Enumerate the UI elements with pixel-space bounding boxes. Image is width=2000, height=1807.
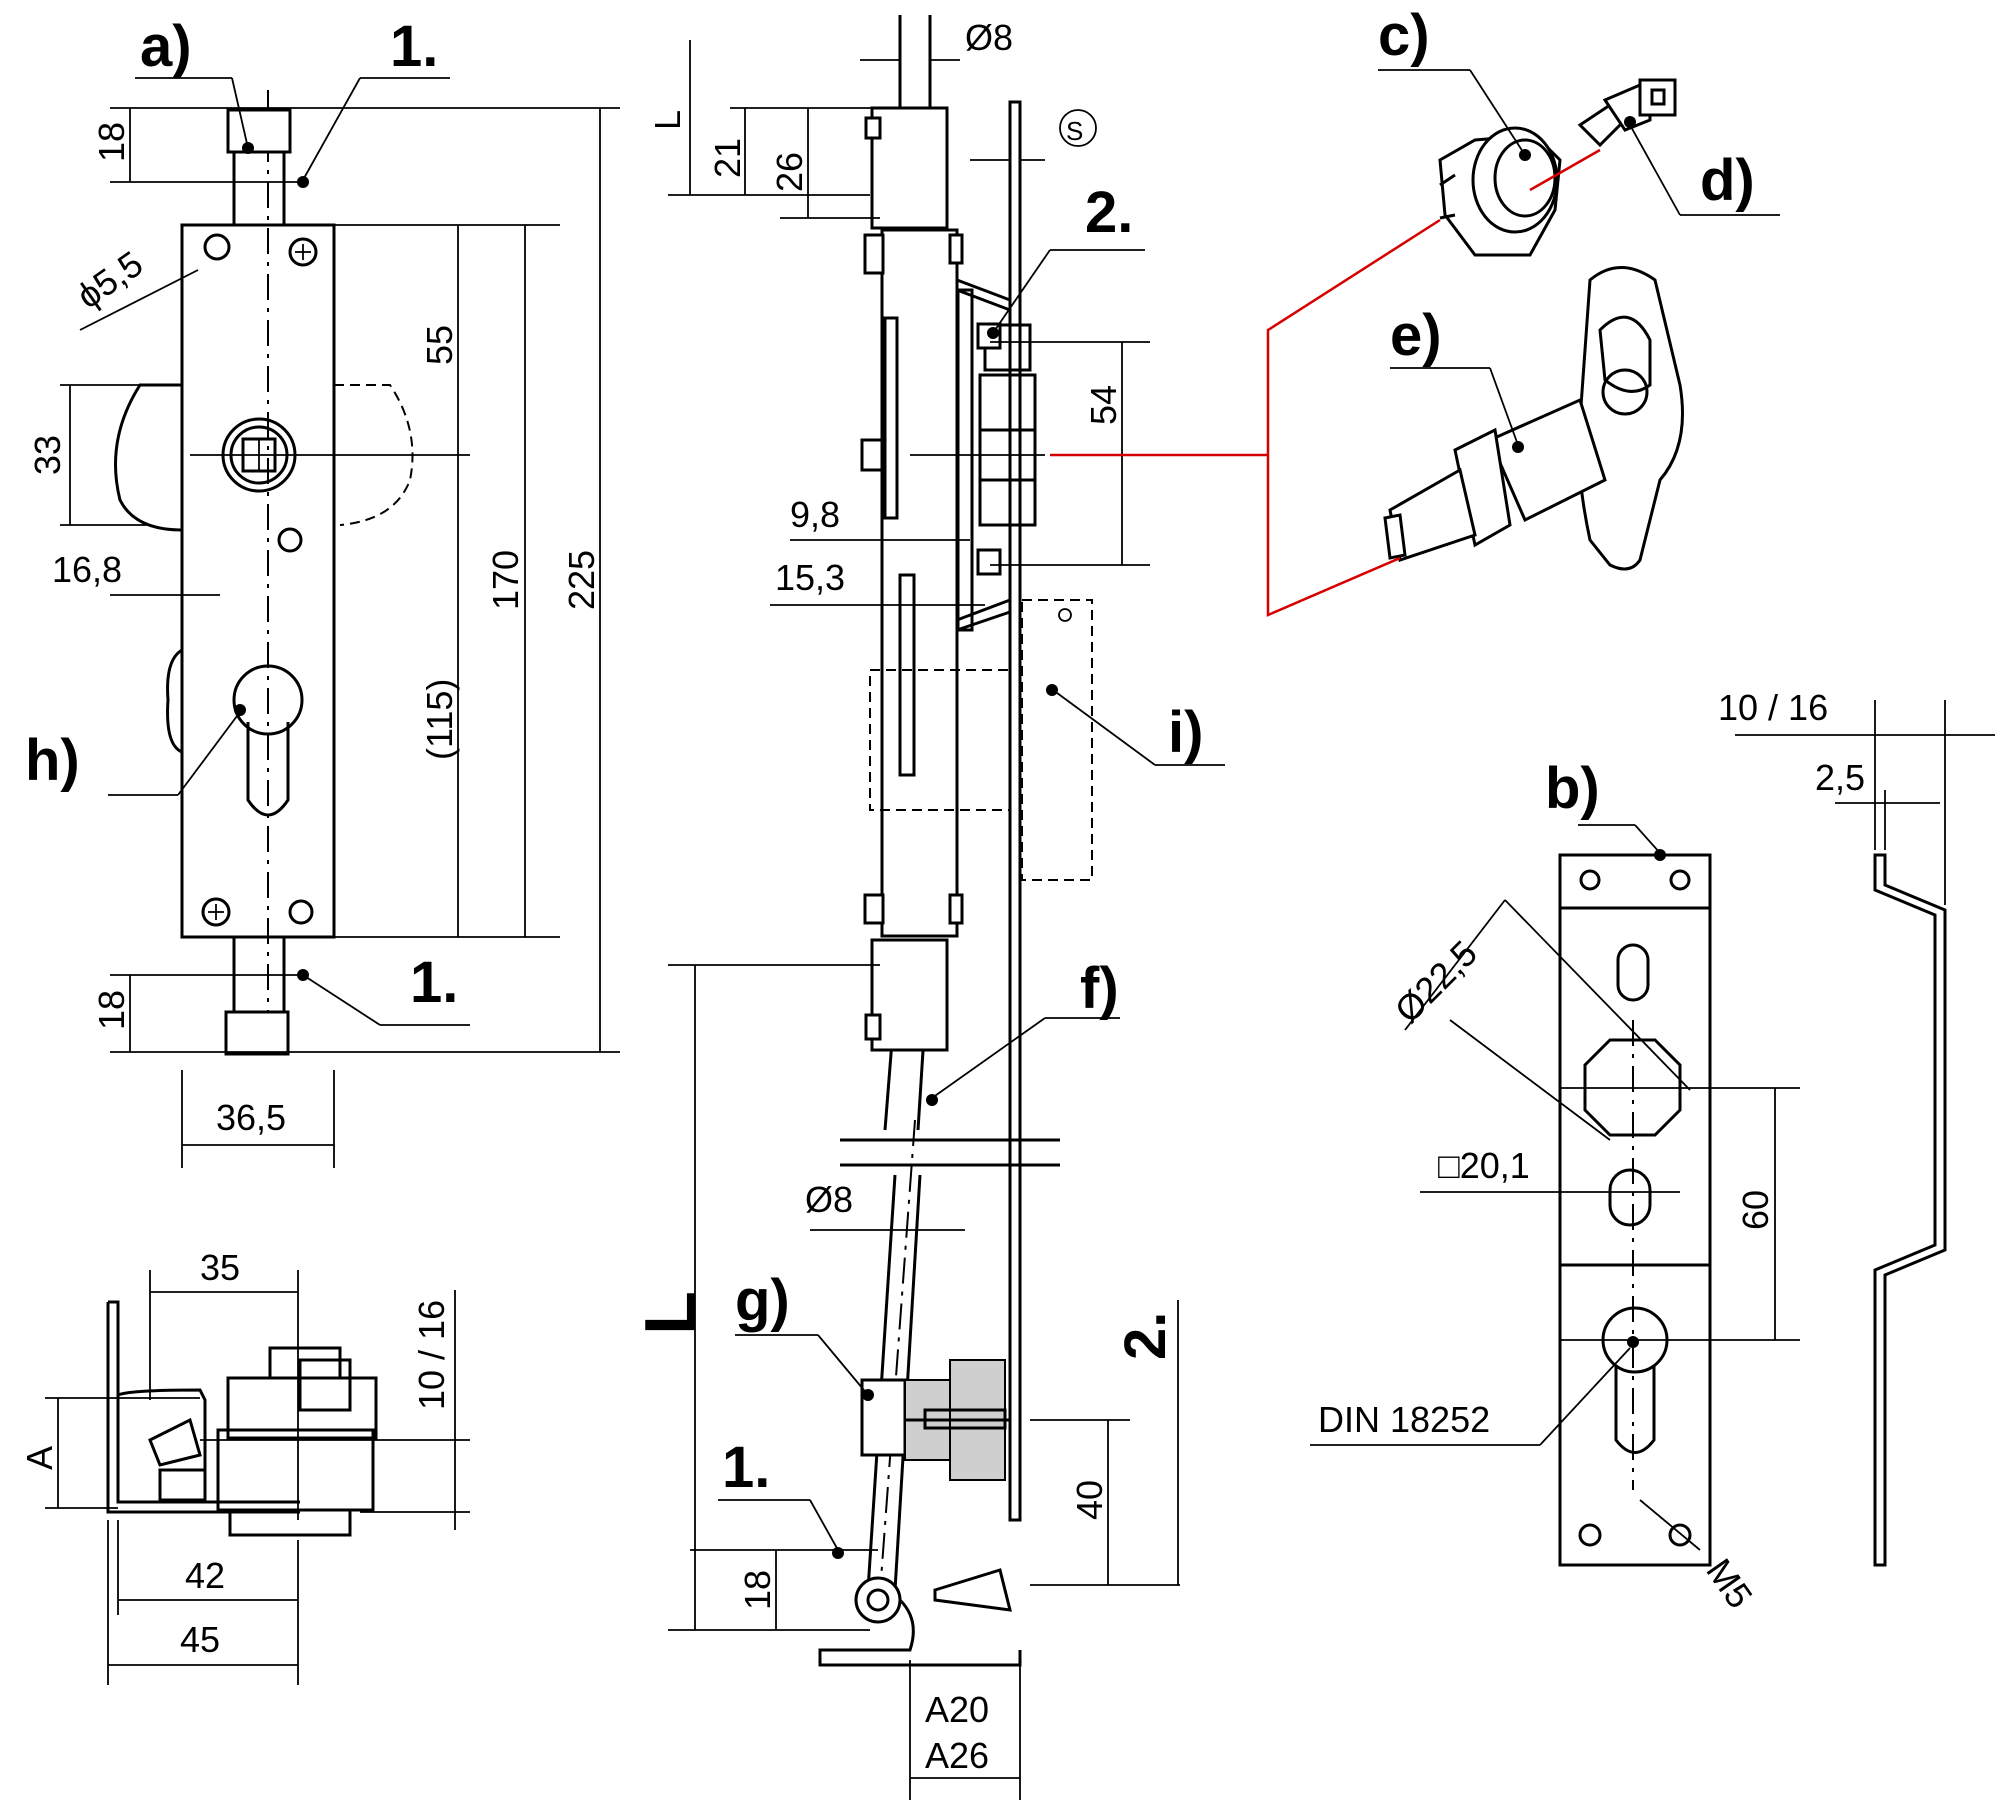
label-g: g) — [735, 1268, 790, 1333]
dim-55: 55 — [419, 325, 460, 365]
dim-18-top: 18 — [91, 122, 132, 162]
dim-16-8: 16,8 — [52, 549, 122, 590]
dim-20-1: □20,1 — [1438, 1145, 1530, 1186]
dim-18-bottom: 18 — [91, 990, 132, 1030]
label-f: f) — [1080, 956, 1119, 1021]
dim-170: 170 — [485, 550, 526, 610]
dim-22-5: Ø22,5 — [1387, 932, 1485, 1030]
dim-10-16-profile: 10 / 16 — [1718, 687, 1828, 728]
dim-L-large: L — [631, 1291, 711, 1335]
label-e: e) — [1390, 303, 1442, 368]
dim-A26: A26 — [925, 1735, 989, 1776]
label-a: a) — [140, 14, 192, 79]
label-2-vertical: 2. — [1113, 1312, 1178, 1360]
dim-40: 40 — [1069, 1480, 1110, 1520]
dim-8-top: Ø8 — [965, 17, 1013, 58]
dim-21: 21 — [707, 138, 748, 178]
lock-front-view — [114, 90, 470, 1056]
label-h: h) — [25, 728, 80, 793]
dim-L-small: L — [647, 110, 688, 130]
dim-115: (115) — [419, 679, 460, 760]
dim-A: A — [19, 1446, 60, 1470]
lock-side-labels: 2. i) f) g) 1. — [718, 180, 1225, 1559]
red-guide-lines — [1050, 148, 1601, 617]
part-e-t-handle — [1383, 266, 1684, 571]
label-1-side: 1. — [722, 1435, 770, 1500]
dim-A20: A20 — [925, 1689, 989, 1730]
label-2-side: 2. — [1085, 180, 1133, 245]
dim-60: 60 — [1735, 1190, 1776, 1230]
dim-18-side: 18 — [737, 1570, 778, 1610]
dim-din: DIN 18252 — [1318, 1399, 1490, 1440]
label-1-bottom: 1. — [410, 950, 458, 1015]
dim-8-lower: Ø8 — [805, 1179, 853, 1220]
dim-5-5: ϕ5,5 — [69, 243, 150, 317]
dim-225: 225 — [561, 550, 602, 610]
lock-section-dimensions: 35 10 / 16 A 42 45 — [19, 1247, 470, 1685]
dim-10-16-section: 10 / 16 — [411, 1300, 452, 1410]
label-c: c) — [1378, 3, 1430, 68]
part-d-key-insert — [1577, 78, 1677, 148]
part-b-strike-plate — [1558, 853, 1800, 1567]
label-b: b) — [1545, 756, 1600, 821]
dim-S: S — [1066, 116, 1083, 146]
parts-cde-labels: c) d) e) — [1378, 3, 1780, 453]
dim-33: 33 — [27, 435, 68, 475]
dim-26: 26 — [769, 152, 810, 192]
lock-front-labels: a) 1. h) 1. — [25, 14, 470, 1026]
dim-42: 42 — [185, 1555, 225, 1596]
dim-2-5: 2,5 — [1815, 757, 1865, 798]
dim-9-8: 9,8 — [790, 494, 840, 535]
part-c-cylinder-housing — [1438, 126, 1562, 257]
dim-15-3: 15,3 — [775, 557, 845, 598]
part-b-profile: 10 / 16 2,5 — [1718, 687, 1995, 1567]
label-i: i) — [1168, 700, 1203, 765]
lock-section-view — [106, 1300, 378, 1537]
lock-side-view — [818, 15, 1093, 1667]
dim-45: 45 — [180, 1619, 220, 1660]
dim-35: 35 — [200, 1247, 240, 1288]
label-1-top: 1. — [390, 14, 438, 79]
lock-side-dimensions: Ø8 L 21 26 S 54 9,8 15,3 L 18 Ø8 40 — [631, 17, 1180, 1800]
label-d: d) — [1700, 148, 1755, 213]
dim-54: 54 — [1083, 385, 1124, 425]
dim-36-5: 36,5 — [216, 1097, 286, 1138]
